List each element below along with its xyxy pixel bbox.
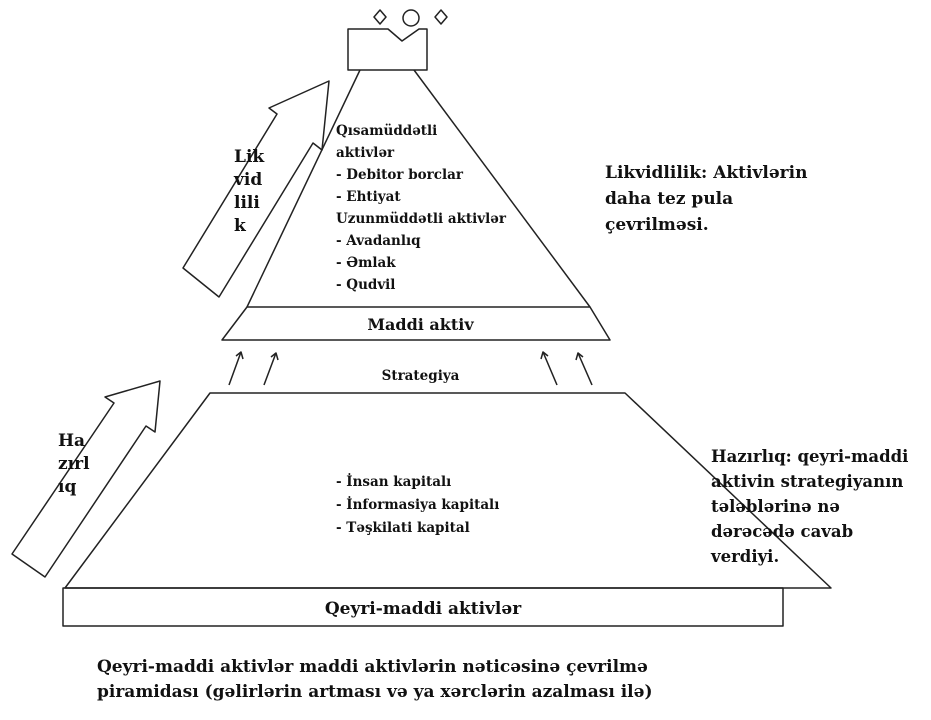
strategy-arrows <box>228 351 593 386</box>
note-line: aktivin strategiyanın <box>711 472 904 491</box>
lower-item: - İnformasiya kapitalı <box>336 497 500 513</box>
lower-pyramid <box>64 392 832 589</box>
readiness-arrow-label: Ha zırl ıq <box>58 430 90 499</box>
note-line: Hazırlıq: qeyri-maddi <box>711 447 909 466</box>
caption-line: piramidası (gəlirlərin artması və ya xər… <box>97 682 653 702</box>
liquidity-note: Likvidlilik: Aktivlərin daha tez pula çe… <box>605 160 845 238</box>
upper-item: - Qudvil <box>336 277 396 293</box>
tangible-asset-list: Qısamüddətli aktivlər - Debitor borclar … <box>336 120 506 296</box>
tangible-asset-band <box>221 306 611 341</box>
caption-line: Qeyri-maddi aktivlər maddi aktivlərin nə… <box>97 657 648 677</box>
upper-item: - Debitor borclar <box>336 167 463 183</box>
upper-item: Uzunmüddətli aktivlər <box>336 211 506 227</box>
note-line: çevrilməsi. <box>605 215 709 235</box>
base-band <box>62 587 784 627</box>
upper-item: - Əmlak <box>336 255 396 271</box>
strategy-label: Strategiya <box>381 368 460 384</box>
upper-pyramid <box>246 69 591 308</box>
lower-item: - Təşkilati kapital <box>336 520 470 536</box>
lower-item: - İnsan kapitalı <box>336 474 452 490</box>
arrow-label-line: Ha <box>58 431 86 451</box>
note-line: Likvidlilik: Aktivlərin <box>605 163 808 183</box>
arrow-label-line: vid <box>234 170 263 190</box>
upper-item: - Avadanlıq <box>336 233 421 249</box>
arrow-label-line: Lik <box>234 147 265 167</box>
arrow-label-line: lili <box>234 193 260 213</box>
crown-icon <box>347 9 448 71</box>
note-line: verdiyi. <box>711 547 780 566</box>
arrow-label-line: zırl <box>58 454 90 474</box>
arrow-label-line: ıq <box>58 477 77 497</box>
readiness-note: Hazırlıq: qeyri-maddi aktivin strategiya… <box>711 444 931 569</box>
liquidity-arrow-label: Lik vid lili k <box>234 146 264 238</box>
arrow-label-line: k <box>234 216 246 236</box>
liquidity-arrow <box>182 80 330 298</box>
note-line: dərəcədə cavab <box>711 522 854 541</box>
note-line: daha tez pula <box>605 189 734 209</box>
upper-item: Qısamüddətli <box>336 123 438 139</box>
upper-item: - Ehtiyat <box>336 189 401 205</box>
note-line: tələblərinə nə <box>711 497 840 516</box>
tangible-asset-label: Maddi aktiv <box>367 315 474 334</box>
upper-item: aktivlər <box>336 145 395 161</box>
diagram-caption: Qeyri-maddi aktivlər maddi aktivlərin nə… <box>97 655 857 705</box>
intangible-asset-label: Qeyri-maddi aktivlər <box>324 599 522 619</box>
intangible-asset-list: - İnsan kapitalı - İnformasiya kapitalı … <box>336 471 499 540</box>
readiness-arrow <box>11 380 161 578</box>
